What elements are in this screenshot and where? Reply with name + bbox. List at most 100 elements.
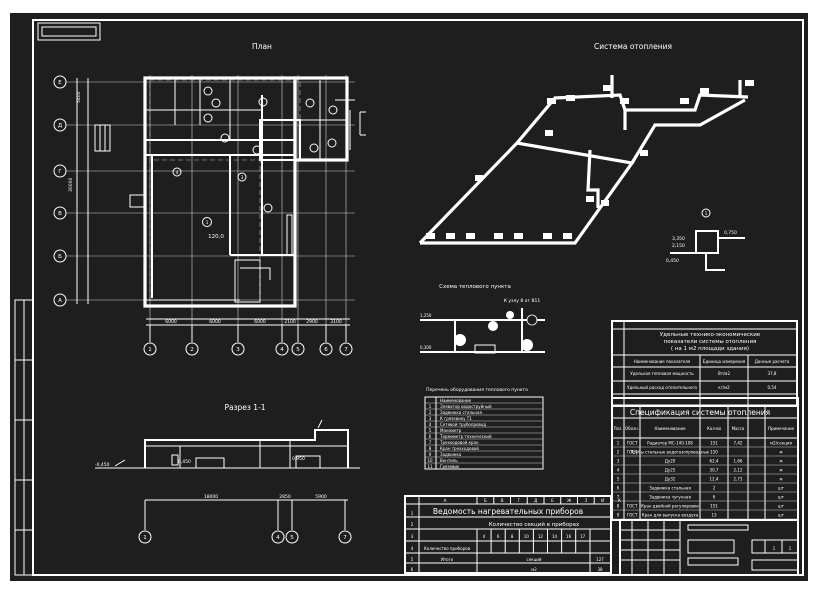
equipment-item: Задвижка <box>440 452 462 457</box>
heaters-col-letter: К <box>618 498 621 503</box>
equipment-num: 11 <box>427 464 433 469</box>
col-axis-7: 7 <box>344 347 348 353</box>
spec-cell: Кран двойной регулировки <box>641 504 699 509</box>
titleblock-sheets: 1 <box>789 546 792 551</box>
ind-row2-value: 0,54 <box>768 385 777 390</box>
spec-head-mass: Масса <box>732 426 745 431</box>
spec-cell: шт <box>778 486 785 491</box>
ind-row2-unit: кг/м2 <box>718 385 730 390</box>
dim-bottom-2: 6000 <box>209 319 221 325</box>
spec-cell: 9 <box>617 513 620 518</box>
indicators-title-1: Удельные технико-экономические <box>660 332 761 338</box>
indicators-head-3: Данные расчета <box>755 359 790 364</box>
indicators-title-3: ( на 1 м2 площади здания) <box>671 346 749 352</box>
floor-plan: План 5400 30000 6000 6000 6000 2100 <box>53 42 366 356</box>
spec-cell: 5 <box>617 477 620 482</box>
indicators-title-2: показатели системы отопления <box>664 339 757 345</box>
heaters-col-letter: Г <box>518 498 521 503</box>
equipment-item: Сетевой трубопровод <box>440 422 486 427</box>
equipment-item: Грязевик <box>440 464 460 469</box>
section-level-inner: 0,450 <box>178 459 191 465</box>
spec-cell: Ду32 <box>665 477 676 482</box>
spec-cell: 1 <box>617 441 620 446</box>
section-level-right: 0,950 <box>292 456 305 462</box>
heaters-label-sections: секций <box>527 557 542 562</box>
spec-cell: 2,73 <box>734 477 743 482</box>
equipment-list: Перечень оборудования теплового пункта Н… <box>424 387 544 470</box>
equipment-item: Наименование <box>440 398 472 403</box>
equipment-item: Элеватор водоструйный <box>440 404 492 409</box>
heaters-section-count: 6 <box>497 534 500 539</box>
indicators-head-1: Наименование показателя <box>634 359 691 364</box>
dim-bottom-6: 3100 <box>330 319 342 325</box>
spec-cell: шт <box>778 495 785 500</box>
heaters-col-letter: В <box>501 498 504 503</box>
spec-cell: 2 <box>617 450 620 455</box>
equipment-num: 5 <box>429 428 432 433</box>
equipment-num: 9 <box>429 452 432 457</box>
spec-cell: ГОСТ <box>627 504 638 509</box>
spec-cell: 6 <box>713 495 716 500</box>
room-tag-4-text: 4 <box>176 170 179 176</box>
spec-cell: 2,12 <box>734 468 743 473</box>
section-axis-7: 7 <box>343 535 347 541</box>
heaters-section-count: 12 <box>538 534 544 539</box>
spec-cell: 7,42 <box>734 441 743 446</box>
node-level-4: 0,450 <box>666 258 679 264</box>
heaters-section-count: 8 <box>511 534 514 539</box>
spec-cell: 3 <box>617 459 620 464</box>
spec-cell: м <box>779 477 782 482</box>
dim-bottom-4: 2100 <box>284 319 296 325</box>
hall-area-label: 120,0 <box>208 234 224 240</box>
dim-bottom-5: 2900 <box>306 319 318 325</box>
row-axis-e: Е <box>58 80 62 86</box>
equipment-num: 3 <box>429 416 432 421</box>
heating-system-isometric: Система отопления <box>418 42 754 271</box>
equipment-title: Перечень оборудования теплового пункта <box>426 387 528 393</box>
spec-cell: м <box>779 459 782 464</box>
ind-row1-unit: Вт/м2 <box>718 371 730 376</box>
spec-cell: 7 <box>617 495 620 500</box>
heaters-label-total: Итого <box>441 557 454 562</box>
row-axis-g: Г <box>58 169 62 175</box>
equipment-item: Кран трехходовой <box>440 446 479 451</box>
heating-title: Система отопления <box>594 42 672 51</box>
spec-head-code: Обозн. <box>625 426 639 431</box>
heaters-row-3: 3 <box>411 534 414 539</box>
col-axis-6: 6 <box>324 347 328 353</box>
section-dim-2: 2850 <box>279 494 291 500</box>
equipment-item: Задвижка стальная <box>440 410 482 415</box>
spec-cell: Ду20 <box>665 459 676 464</box>
model-space <box>10 13 808 581</box>
radiator-symbol <box>286 214 293 256</box>
spec-cell: 1,66 <box>734 459 743 464</box>
heaters-row-5: 5 <box>411 557 414 562</box>
section-axis-1: 1 <box>143 535 147 541</box>
section-level-left: -0,450 <box>95 462 110 468</box>
row-axis-a: А <box>58 298 62 304</box>
heaters-section-count: 16 <box>566 534 572 539</box>
equipment-item: Вентиль <box>440 458 458 463</box>
spec-cell: ГОСТ <box>627 450 638 455</box>
heating-pipe-route <box>149 79 301 300</box>
heaters-total-1: 127 <box>596 557 604 562</box>
spec-cell: м2/секция <box>770 441 792 446</box>
row-axis-b: Б <box>58 254 62 260</box>
equipment-item: К грязевику Т1 <box>440 416 472 421</box>
dim-bottom-1: 6000 <box>165 319 177 325</box>
spec-cell: Радиатор МС-140-108 <box>647 441 693 446</box>
heatpoint-level-2: 0,300 <box>420 345 432 350</box>
spec-cell: Ду25 <box>665 468 676 473</box>
equipment-num: 6 <box>429 434 432 439</box>
specification-table: Спецификация системы отопления Поз. Обоз… <box>611 397 799 521</box>
node-tag-1: 1 <box>705 211 708 217</box>
heaters-col-letter: Е <box>551 498 554 503</box>
spec-head-qty: Кол-во <box>707 426 722 431</box>
section-dim-1: 18000 <box>204 494 218 500</box>
title-block: 1 1 <box>619 519 799 576</box>
heatpoint-level-1: 1,250 <box>420 313 432 318</box>
equipment-item: Трехходовой кран <box>439 440 479 445</box>
heaters-col-a: А <box>444 498 447 503</box>
spec-cell: Задвижка стальная <box>649 486 691 491</box>
